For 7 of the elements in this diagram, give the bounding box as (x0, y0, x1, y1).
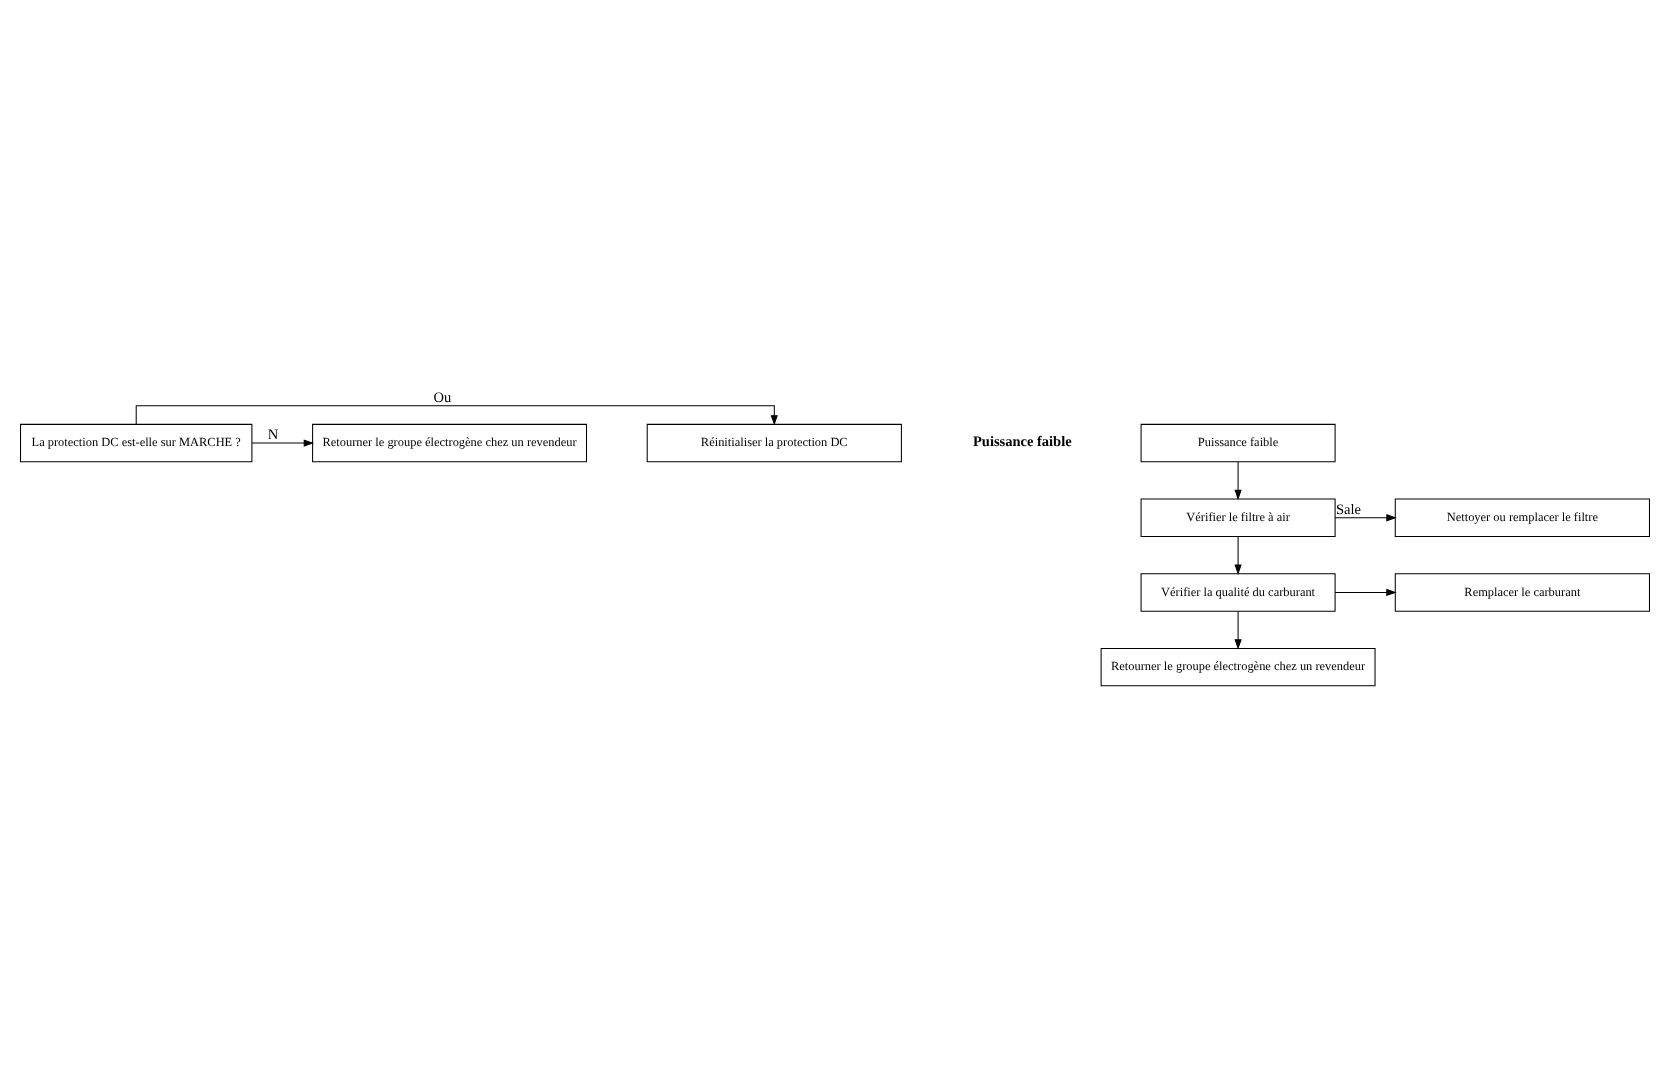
arrow (1334, 513, 1397, 521)
arrow (1234, 460, 1242, 500)
arrow (135, 404, 778, 425)
arrow (251, 438, 315, 446)
arrow (1234, 535, 1242, 574)
arrow (1234, 609, 1242, 649)
arrow (1334, 587, 1397, 596)
